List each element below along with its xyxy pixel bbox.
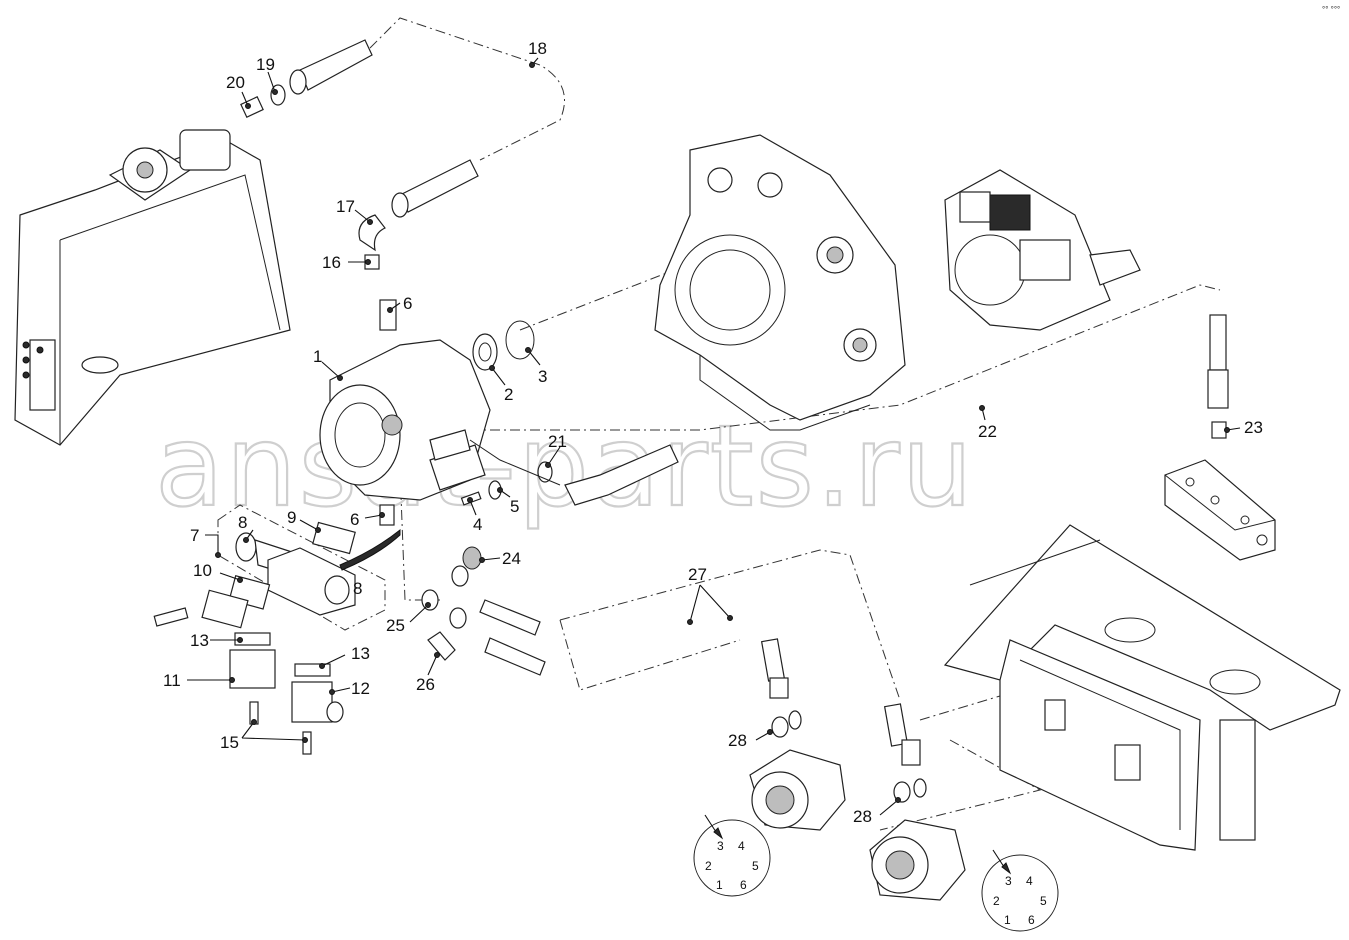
callout-labels: 1 2 3 4 5 6 6 7 8 8 9 10 11 12 13 13 15 … [163,39,1263,826]
pin-label: 6 [740,878,747,892]
hydraulic-motors [749,710,966,901]
callout-23: 23 [1244,418,1263,437]
callout-9: 9 [287,508,296,527]
screw-14 [153,607,189,627]
callout-2: 2 [504,385,513,404]
callout-17: 17 [336,197,355,216]
callout-13-left: 13 [190,631,209,650]
callout-24: 24 [502,549,521,568]
callout-20: 20 [226,73,245,92]
pin-label: 4 [1026,874,1033,888]
pump-assembly [944,169,1141,331]
watermark: ansat-parts.ru [155,402,975,532]
hose-22 [1207,314,1229,439]
callout-19: 19 [256,55,275,74]
callout-3: 3 [538,367,547,386]
callout-16: 16 [322,253,341,272]
pin-label: 3 [1005,874,1012,888]
hose-18 [240,39,373,118]
callout-4: 4 [473,515,482,534]
pin-label: 1 [1004,913,1011,927]
pin-label: 1 [716,878,723,892]
callout-12: 12 [351,679,370,698]
pin-label: 5 [1040,894,1047,908]
callout-7: 7 [190,526,199,545]
callout-26: 26 [416,675,435,694]
callout-8-right: 8 [353,579,362,598]
pin-label: 5 [752,859,759,873]
callout-10: 10 [193,561,212,580]
callout-15: 15 [220,733,239,752]
callout-22: 22 [978,422,997,441]
callout-11: 11 [163,671,181,690]
pin-label: 4 [738,839,745,853]
hoses-27 [760,638,921,766]
callout-8-left: 8 [238,513,247,532]
connector-pinout-right: 3 4 2 5 1 6 [981,849,1059,932]
manifold-block [1164,459,1276,561]
callout-13-right: 13 [351,644,370,663]
pin-label: 2 [993,894,1000,908]
chassis-frame [943,524,1341,851]
hose-17 [358,159,479,270]
callout-27: 27 [688,565,707,584]
pin-label: 2 [705,859,712,873]
gearbox-housing [654,134,906,431]
callout-5: 5 [510,497,519,516]
leader-dots [215,62,1230,803]
callout-6-upper: 6 [403,294,412,313]
callout-1: 1 [313,347,322,366]
solenoid-valve-group [201,504,401,631]
corner-code: °° °°° [1322,5,1340,14]
callout-28-left: 28 [728,731,747,750]
callout-28-right: 28 [853,807,872,826]
seal-rings [472,320,535,371]
callout-25: 25 [386,616,405,635]
fittings [421,546,546,676]
coil-connectors [229,632,344,755]
main-pump [319,299,491,526]
pin-label: 3 [717,839,724,853]
callout-21: 21 [548,432,567,451]
callout-6-lower: 6 [350,510,359,529]
hydraulic-tank [14,129,291,446]
pin-label: 6 [1028,913,1035,927]
connector-pinout-left: 3 4 2 5 1 6 [693,814,771,897]
callout-18: 18 [528,39,547,58]
